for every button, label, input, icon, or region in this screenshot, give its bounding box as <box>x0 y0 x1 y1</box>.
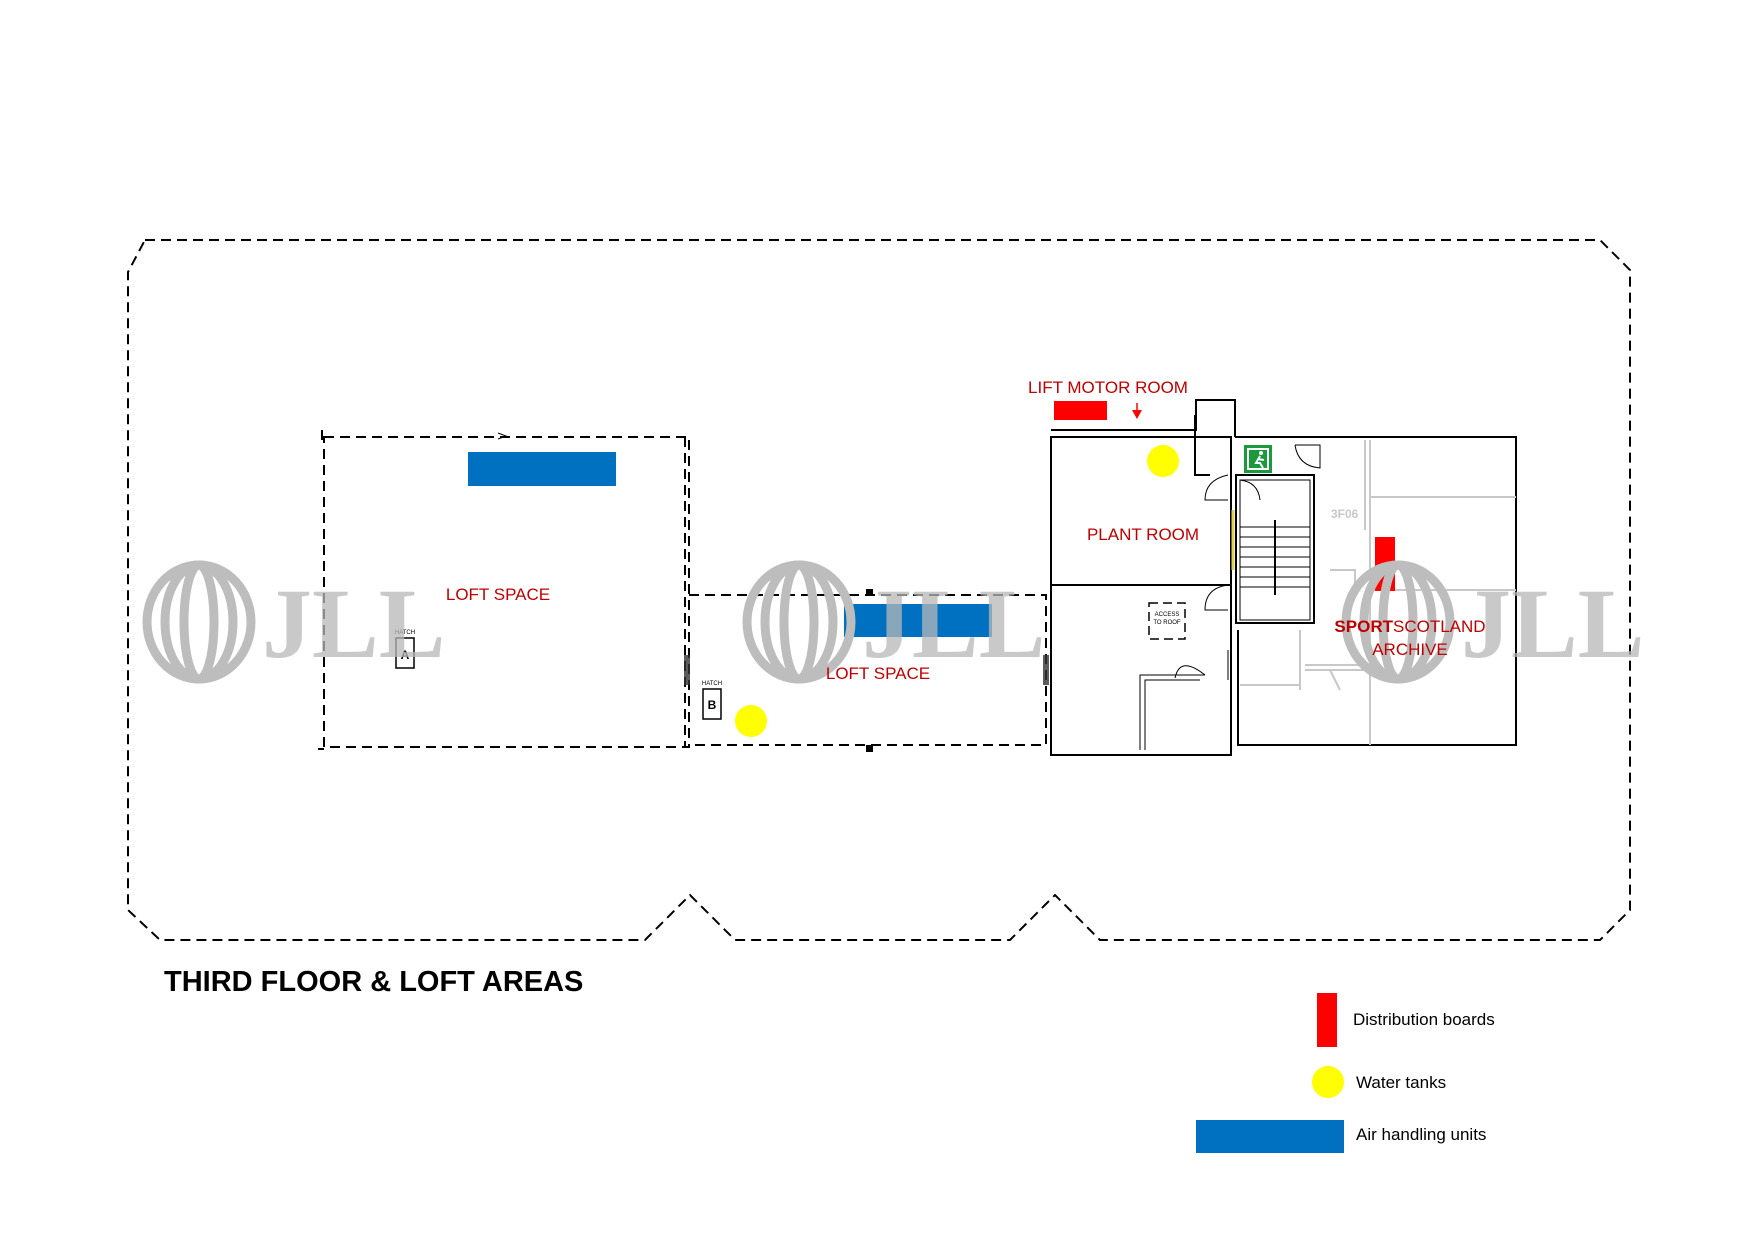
watermark-text-left: JLL <box>262 568 445 679</box>
jll-watermark-left: JLL <box>142 560 445 684</box>
label-archive-scotland: SCOTLAND <box>1393 617 1486 636</box>
access-label-line2: TO ROOF <box>1153 620 1181 626</box>
label-archive-line2: ARCHIVE <box>1372 640 1448 659</box>
legend-air-handling-units-label: Air handling units <box>1356 1125 1486 1144</box>
room-code: 3F06 <box>1331 507 1359 521</box>
label-archive-sport: SPORT <box>1334 617 1393 636</box>
air-handling-unit-left <box>468 452 616 486</box>
watermark-text-middle: JLL <box>862 568 1045 679</box>
jll-watermark-right: JLL <box>1341 560 1644 684</box>
legend-air-handling-unit-swatch <box>1196 1120 1344 1153</box>
label-plant-room: PLANT ROOM <box>1087 525 1199 544</box>
access-to-roof-hatch: ACCESS TO ROOF <box>1148 602 1186 640</box>
watermark-text-right: JLL <box>1461 568 1644 679</box>
legend-water-tank-swatch <box>1312 1066 1344 1098</box>
access-label-line1: ACCESS <box>1155 612 1180 618</box>
hatch-a-caption: HATCH <box>395 630 415 636</box>
hatch-b-letter: B <box>708 698 717 712</box>
loft-space-middle-outline <box>684 589 1049 752</box>
legend-water-tanks-label: Water tanks <box>1356 1073 1446 1092</box>
air-handling-unit-middle <box>844 604 992 637</box>
fire-exit-sign <box>1244 445 1272 473</box>
label-lift-motor-room: LIFT MOTOR ROOM <box>1028 378 1188 397</box>
plant-room-walls <box>1050 399 1236 756</box>
water-tank-plant-room <box>1147 445 1179 477</box>
legend: Distribution boards Water tanks Air hand… <box>1196 993 1495 1153</box>
stair-core <box>1231 444 1321 624</box>
label-loft-space-left: LOFT SPACE <box>446 585 550 604</box>
jll-watermark-middle: JLL <box>742 560 1045 684</box>
label-archive-line1: SPORTSCOTLAND <box>1334 617 1485 636</box>
water-tank-loft <box>735 705 767 737</box>
legend-distribution-boards-label: Distribution boards <box>1353 1010 1495 1029</box>
lift-motor-room-arrow <box>1132 403 1142 419</box>
roof-outline <box>127 239 1631 941</box>
hatch-b-caption: HATCH <box>702 681 722 687</box>
loft-space-left-outline <box>318 430 690 750</box>
plan-title: THIRD FLOOR & LOFT AREAS <box>164 966 583 998</box>
hatch-a-letter: A <box>401 648 410 662</box>
label-loft-space-middle: LOFT SPACE <box>826 664 930 683</box>
hatch-b: HATCH B <box>702 681 722 720</box>
legend-distribution-board-swatch <box>1317 993 1337 1047</box>
hatch-a: HATCH A <box>395 630 415 669</box>
distribution-board-lift-motor-room <box>1054 401 1107 420</box>
